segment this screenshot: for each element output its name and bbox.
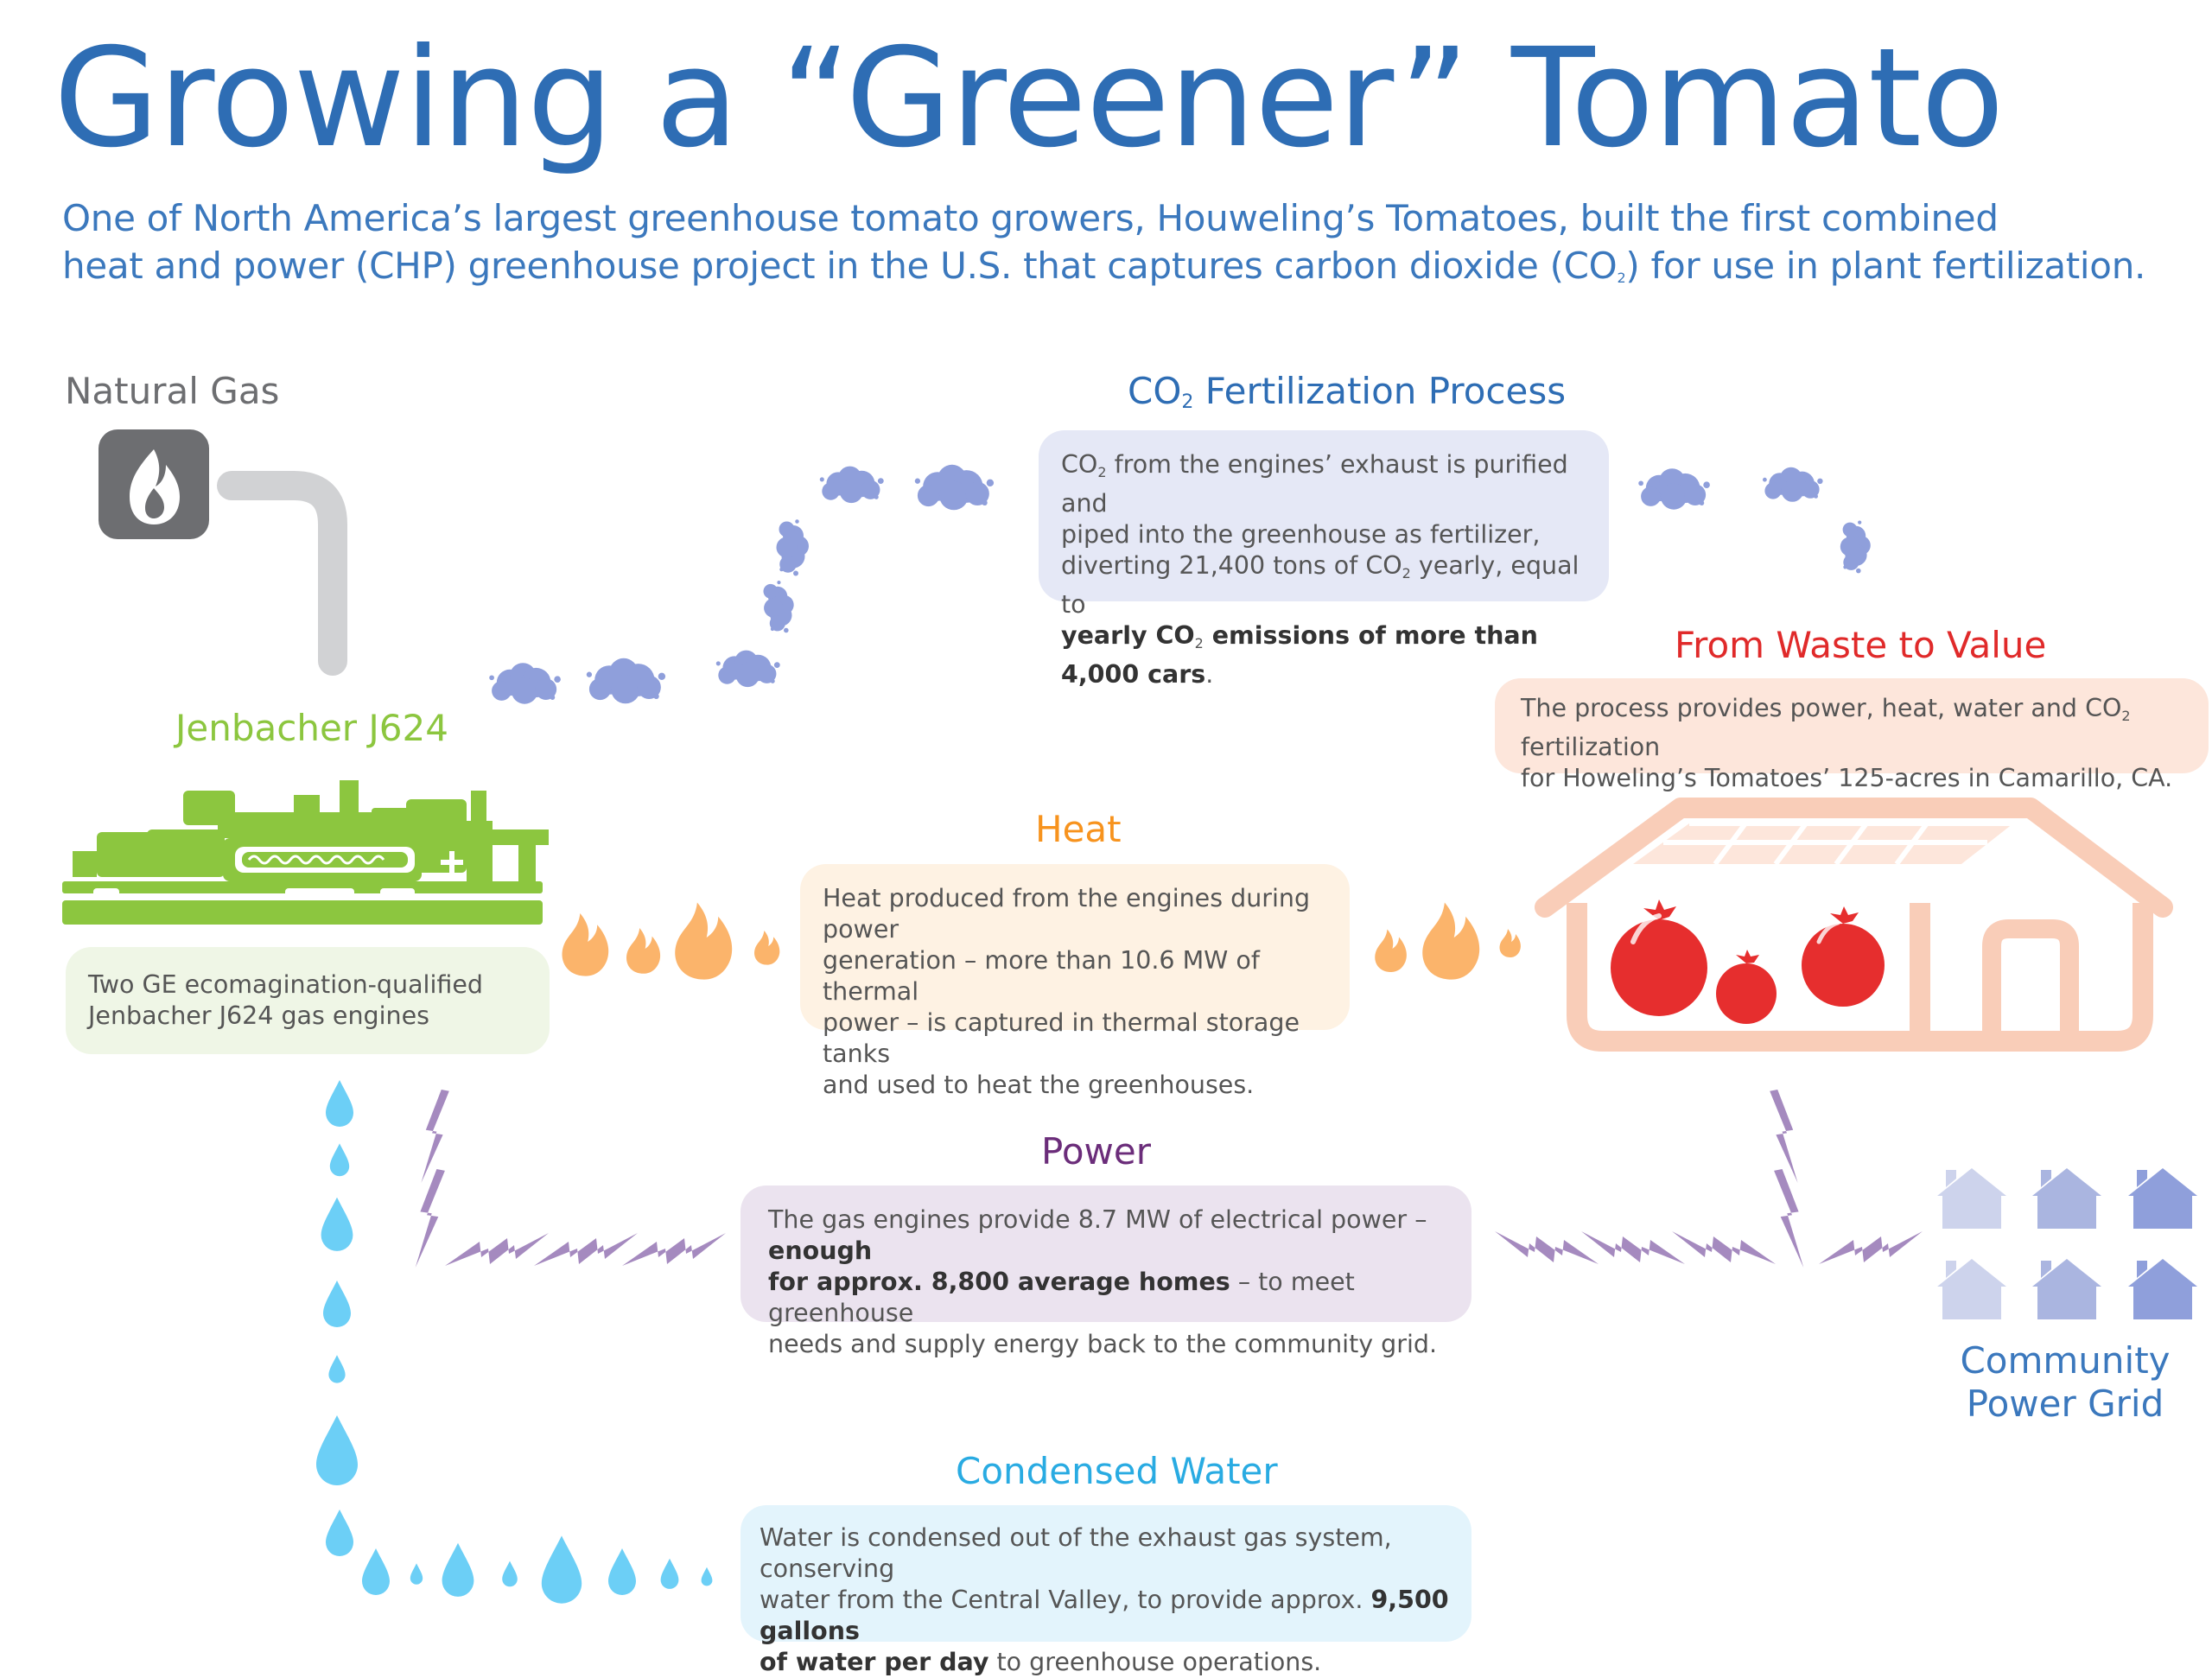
water-drop-icon bbox=[316, 1080, 713, 1604]
page-title: Growing a “Greener” Tomato bbox=[54, 19, 2005, 178]
gas-pipe bbox=[217, 471, 347, 676]
grid-label-line-1: Community bbox=[1960, 1339, 2171, 1382]
power-description-box: The gas engines provide 8.7 MW of electr… bbox=[741, 1185, 1471, 1358]
waste-desc-line-2: for Howeling’s Tomatoes’ 125-acres in Ca… bbox=[1521, 764, 2173, 792]
co2-l4-bold: yearly CO bbox=[1061, 621, 1195, 650]
co2-desc-line-1: CO2 from the engines’ exhaust is purifie… bbox=[1061, 449, 1586, 519]
co2-desc-line-3: diverting 21,400 tons of CO2 yearly, equ… bbox=[1061, 550, 1586, 620]
co2-title: CO2 Fertilization Process bbox=[1128, 370, 1566, 414]
co2-l4-period: . bbox=[1205, 660, 1214, 689]
heat-desc-line-1: Heat produced from the engines during po… bbox=[823, 884, 1311, 944]
water-desc-line-2: water from the Central Valley, to provid… bbox=[760, 1585, 1471, 1647]
co2-description-box: CO2 from the engines’ exhaust is purifie… bbox=[1039, 430, 1609, 689]
subtitle-subscript: 2 bbox=[1617, 270, 1626, 286]
power-title: Power bbox=[1041, 1130, 1151, 1173]
co2-desc-line-2: piped into the greenhouse as fertilizer, bbox=[1061, 520, 1541, 549]
engine-desc-line-1: Two GE ecomagination-qualified bbox=[88, 970, 483, 999]
co2-l1-text: CO bbox=[1061, 450, 1098, 479]
power-l1-text: The gas engines provide 8.7 MW of electr… bbox=[768, 1205, 1427, 1234]
co2-l4-bold-end: emissions of more than 4,000 cars bbox=[1061, 621, 1538, 689]
waste-desc-line-1: The process provides power, heat, water … bbox=[1521, 693, 2209, 763]
co2-l1-subscript: 2 bbox=[1097, 464, 1107, 480]
water-l2-bold: 9,500 gallons bbox=[760, 1586, 1449, 1645]
waste-title: From Waste to Value bbox=[1675, 624, 2047, 666]
water-desc-line-3: of water per day to greenhouse operation… bbox=[760, 1647, 1471, 1678]
power-desc-line-1: The gas engines provide 8.7 MW of electr… bbox=[768, 1204, 1471, 1267]
gas-engine-icon bbox=[62, 780, 549, 925]
subtitle-line-1: One of North America’s largest greenhous… bbox=[62, 197, 1999, 239]
natural-gas-flame-icon bbox=[99, 429, 209, 539]
co2-title-subscript: 2 bbox=[1181, 391, 1194, 413]
co2-l3-subscript: 2 bbox=[1402, 565, 1411, 582]
heat-description-box: Heat produced from the engines during po… bbox=[800, 864, 1350, 1099]
water-l3-text: to greenhouse operations. bbox=[988, 1648, 1322, 1676]
graphics-layer bbox=[62, 429, 2197, 1604]
power-l2-bold: for approx. 8,800 average homes bbox=[768, 1268, 1230, 1296]
co2-l3-text: diverting 21,400 tons of CO bbox=[1061, 551, 1402, 580]
infographic-page: { "title": "Growing a \u201cGreener\u201… bbox=[54, 19, 2212, 1676]
engine-desc-line-2: Jenbacher J624 gas engines bbox=[88, 1001, 429, 1030]
heat-title: Heat bbox=[1035, 808, 1122, 850]
heat-desc-line-2: generation – more than 10.6 MW of therma… bbox=[823, 946, 1260, 1006]
greenhouse-icon bbox=[1535, 798, 2173, 1052]
co2-desc-line-4: yearly CO2 emissions of more than 4,000 … bbox=[1061, 620, 1586, 690]
waste-description-box: The process provides power, heat, water … bbox=[1495, 678, 2209, 792]
subtitle-text: heat and power (CHP) greenhouse project … bbox=[62, 245, 1618, 287]
waste-l1-subscript: 2 bbox=[2121, 708, 2131, 724]
co2-l4-subscript: 2 bbox=[1194, 635, 1204, 651]
power-l1-bold: enough bbox=[768, 1236, 873, 1265]
co2-l1-text-end: from the engines’ exhaust is purified an… bbox=[1061, 450, 1568, 518]
power-l2-text: – to meet greenhouse bbox=[768, 1268, 1355, 1327]
heat-desc-line-4: and used to heat the greenhouses. bbox=[823, 1071, 1255, 1099]
water-title: Condensed Water bbox=[956, 1450, 1278, 1492]
natural-gas-label: Natural Gas bbox=[65, 370, 280, 412]
community-house-icon bbox=[1937, 1168, 2197, 1319]
co2-title-text: CO bbox=[1128, 370, 1182, 412]
water-description-box: Water is condensed out of the exhaust ga… bbox=[741, 1505, 1471, 1676]
engine-description-box: Two GE ecomagination-qualified Jenbacher… bbox=[66, 947, 550, 1054]
power-desc-line-3: needs and supply energy back to the comm… bbox=[768, 1330, 1438, 1358]
power-desc-line-2: for approx. 8,800 average homes – to mee… bbox=[768, 1267, 1471, 1329]
subtitle-line-2: heat and power (CHP) greenhouse project … bbox=[62, 245, 2145, 288]
co2-l3-text-end: yearly, equal to bbox=[1061, 551, 1580, 619]
waste-l1-text: The process provides power, heat, water … bbox=[1521, 694, 2122, 722]
engine-label: Jenbacher J624 bbox=[175, 707, 448, 749]
grid-label: Community Power Grid bbox=[1884, 1339, 2212, 1427]
water-l2-text: water from the Central Valley, to provid… bbox=[760, 1586, 1371, 1614]
subtitle-text-end: ) for use in plant fertilization. bbox=[1625, 245, 2146, 287]
grid-label-line-2: Power Grid bbox=[1966, 1382, 2164, 1426]
waste-l1-text-end: fertilization bbox=[1521, 733, 1661, 761]
heat-desc-line-3: power – is captured in thermal storage t… bbox=[823, 1008, 1300, 1068]
water-l3-bold: of water per day bbox=[760, 1648, 989, 1676]
co2-title-text-end: Fertilization Process bbox=[1193, 370, 1567, 412]
water-desc-line-1: Water is condensed out of the exhaust ga… bbox=[760, 1523, 1392, 1583]
